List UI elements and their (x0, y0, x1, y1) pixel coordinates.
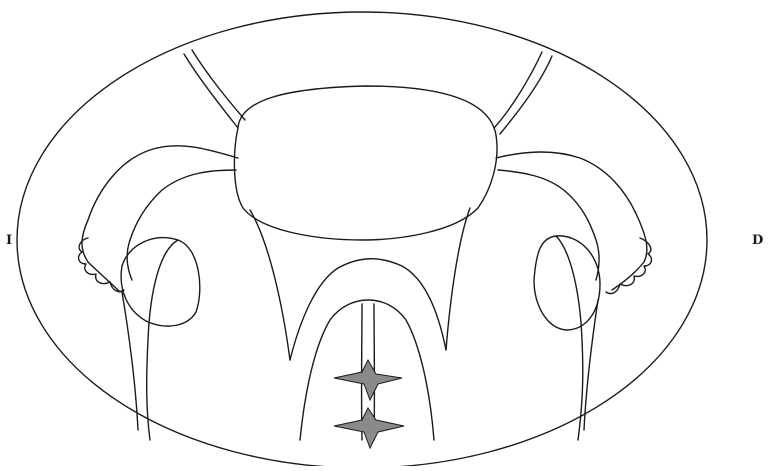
right-vessel-curve (446, 208, 470, 350)
left-ovary (121, 238, 200, 326)
left-upper-ligament-inner (192, 50, 245, 120)
lower-uterine-arch (290, 259, 446, 360)
right-tube-inner (498, 170, 599, 280)
right-fimbriae (606, 238, 651, 294)
right-side-label: D (752, 233, 763, 248)
right-ovary (534, 236, 600, 330)
upper-star-lesion (334, 360, 402, 400)
left-side-label: I (6, 233, 12, 248)
central-body (234, 86, 497, 240)
right-lateral-wall (556, 236, 583, 440)
left-fimbriae (79, 238, 124, 292)
left-upper-ligament (184, 54, 238, 128)
right-upper-ligament (494, 52, 542, 128)
right-upper-ligament-inner (500, 56, 552, 134)
left-vessel-curve (250, 210, 290, 360)
left-tube (82, 146, 238, 292)
lower-star-lesion (334, 408, 404, 448)
left-lateral-wall (147, 240, 178, 440)
left-tube-inner (127, 170, 236, 280)
